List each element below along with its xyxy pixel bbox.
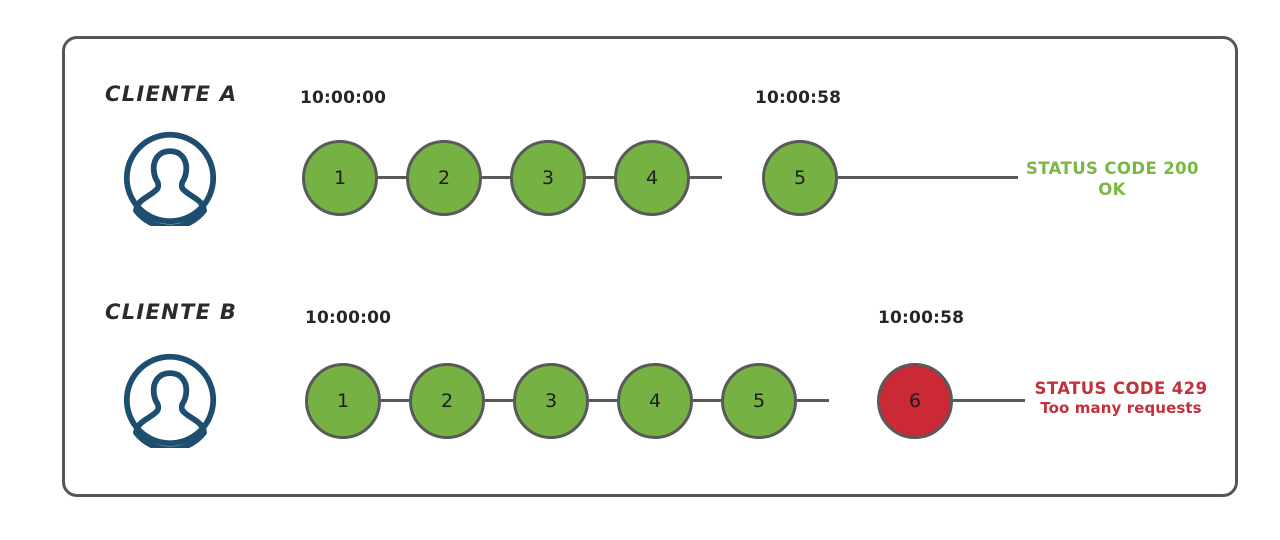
- connector-a-2: [482, 176, 514, 179]
- connector-b-2: [485, 399, 517, 402]
- status-code-line: STATUS CODE 429: [1034, 379, 1208, 398]
- connector-b-5: [797, 399, 829, 402]
- client-row-b: CLIENTE B 10:00:00 10:00:58 1 2 3 4 5 6 …: [0, 222, 1280, 472]
- status-badge-client-b: STATUS CODE 429 Too many requests: [1028, 378, 1214, 418]
- client-row-a: CLIENTE A 10:00:00 10:00:58 1 2 3 4 5 ST…: [0, 0, 1280, 250]
- client-a-timestamp-end: 10:00:58: [755, 88, 842, 108]
- request-node[interactable]: 4: [617, 363, 693, 439]
- request-node[interactable]: 1: [302, 140, 378, 216]
- user-avatar-icon: [122, 130, 218, 231]
- client-b-label: CLIENTE B: [105, 300, 238, 324]
- client-a-timestamp-start: 10:00:00: [300, 88, 387, 108]
- request-node[interactable]: 1: [305, 363, 381, 439]
- status-badge-client-a: STATUS CODE 200 OK: [1026, 158, 1199, 200]
- client-b-timestamp-end: 10:00:58: [878, 308, 965, 328]
- connector-a-4: [690, 176, 722, 179]
- user-avatar-icon: [122, 352, 218, 453]
- client-b-timestamp-start: 10:00:00: [305, 308, 392, 328]
- request-node[interactable]: 4: [614, 140, 690, 216]
- status-text-line: Too many requests: [1040, 399, 1202, 418]
- client-a-label: CLIENTE A: [105, 82, 238, 106]
- request-node[interactable]: 3: [513, 363, 589, 439]
- request-node[interactable]: 3: [510, 140, 586, 216]
- request-node[interactable]: 5: [762, 140, 838, 216]
- request-node[interactable]: 2: [409, 363, 485, 439]
- connector-a-status: [838, 176, 1018, 179]
- connector-b-1: [381, 399, 413, 402]
- connector-b-4: [693, 399, 725, 402]
- status-text-line: OK: [1098, 180, 1126, 200]
- status-code-line: STATUS CODE 200: [1026, 159, 1199, 178]
- diagram-frame: [62, 36, 1238, 497]
- connector-a-3: [586, 176, 618, 179]
- request-node[interactable]: 5: [721, 363, 797, 439]
- request-node[interactable]: 2: [406, 140, 482, 216]
- connector-b-status: [953, 399, 1025, 402]
- connector-b-3: [589, 399, 621, 402]
- request-node-rejected[interactable]: 6: [877, 363, 953, 439]
- connector-a-1: [378, 176, 410, 179]
